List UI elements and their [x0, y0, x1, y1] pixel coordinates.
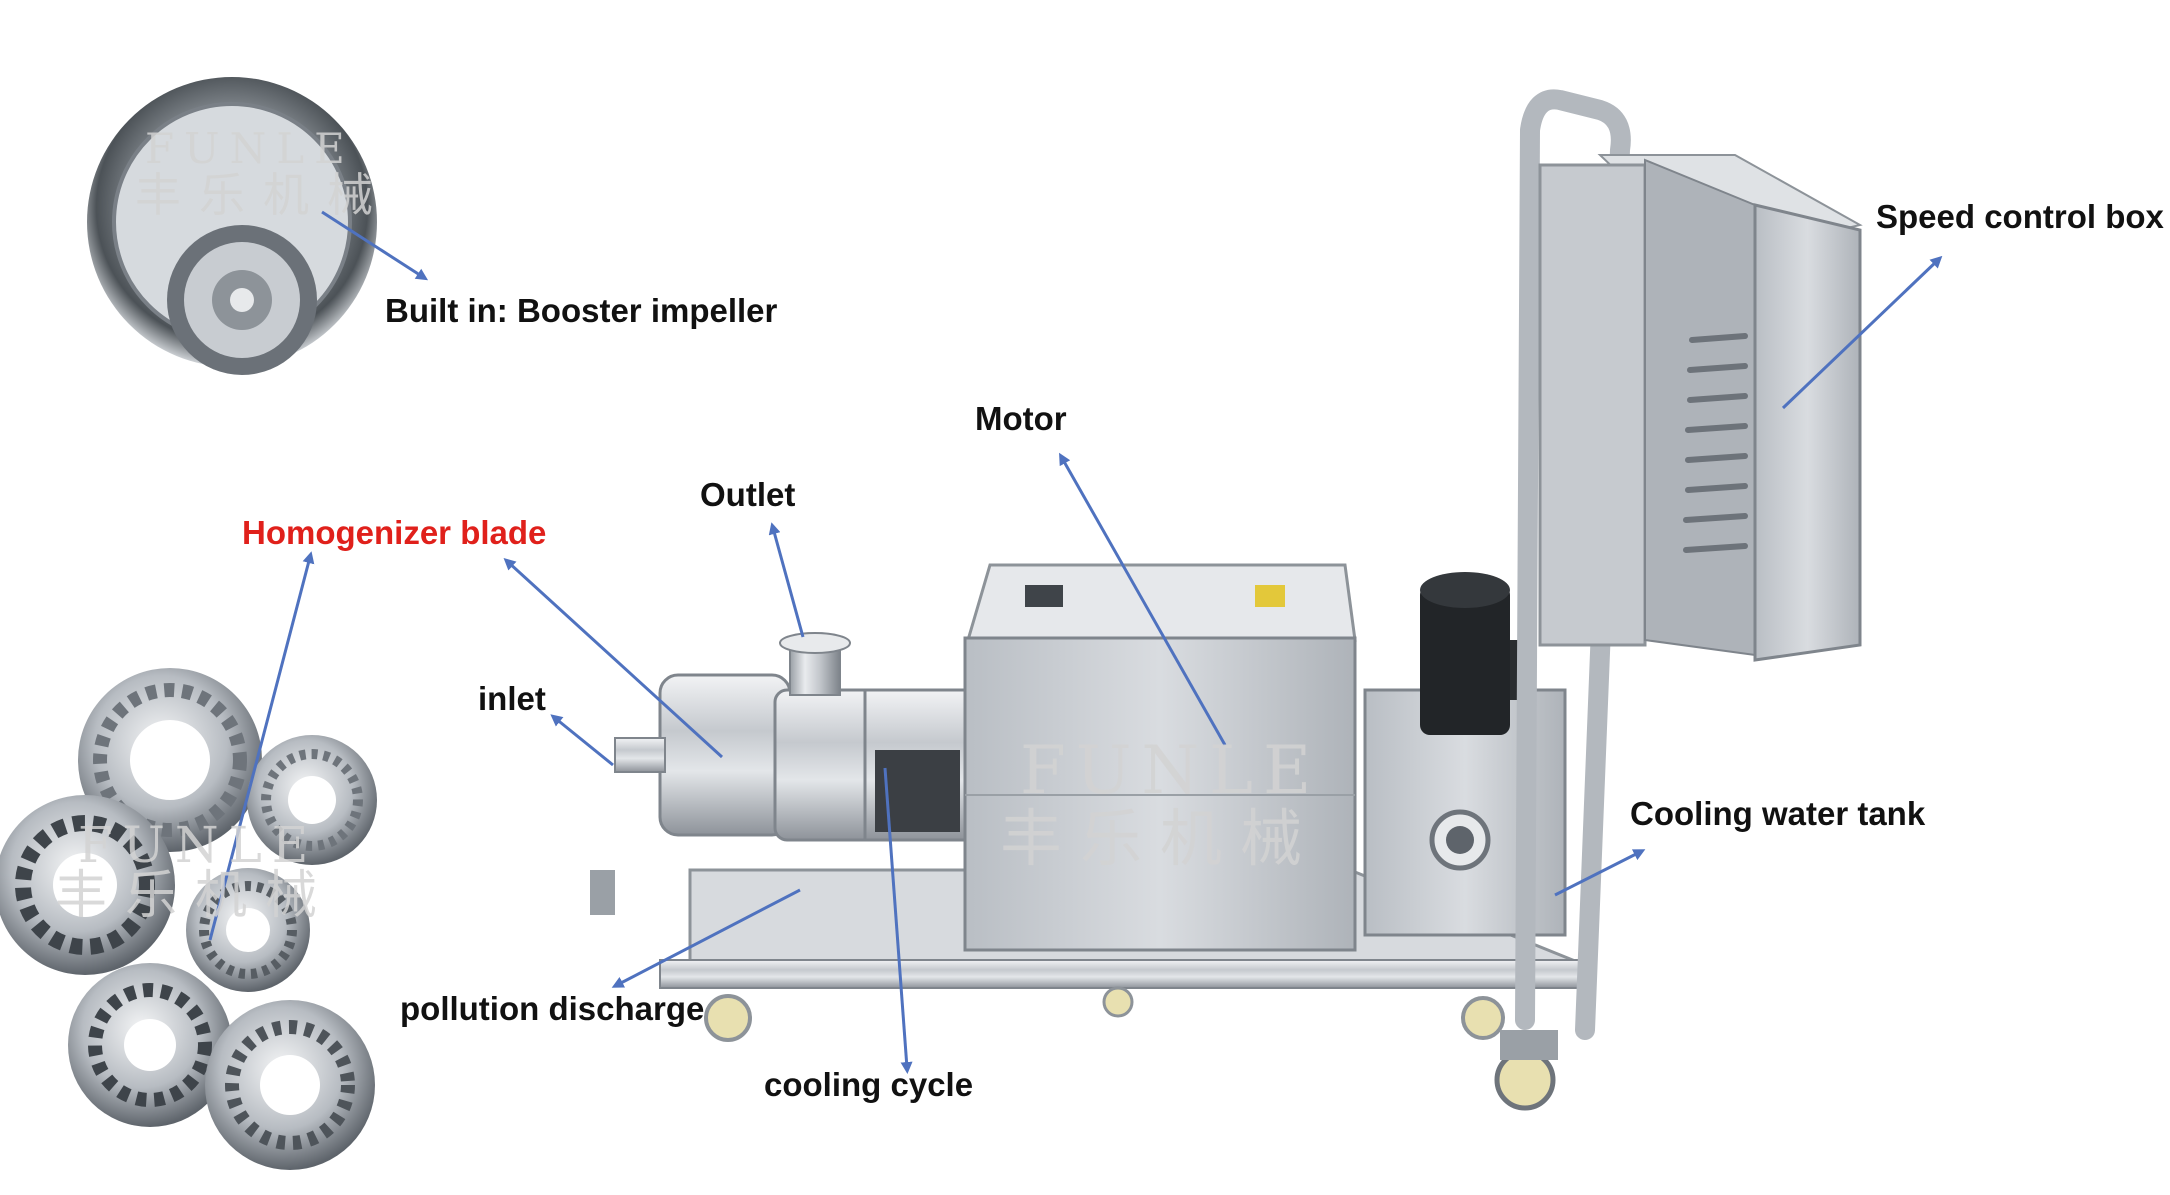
blade-disc-4: [186, 868, 310, 992]
label-inlet: inlet: [478, 680, 546, 717]
vent-slots: [1683, 333, 1748, 553]
blade-disc-2: [247, 735, 377, 865]
trolley-handle: [1515, 89, 1631, 1040]
motor-housing: [963, 563, 1357, 952]
caster-wheels: [704, 986, 1558, 1111]
booster-impeller-photo: [87, 77, 377, 375]
arrow-cooling-cycle: [883, 767, 913, 1074]
label-speed-control-box: Speed control box: [1876, 198, 2164, 235]
label-booster-impeller: Built in: Booster impeller: [385, 292, 778, 329]
watermark-chinese-blades: 丰乐机械: [55, 866, 336, 926]
arrow-inlet: [550, 714, 614, 767]
label-outlet: Outlet: [700, 476, 796, 513]
callout-arrows: [208, 210, 1943, 1074]
arrow-outlet: [768, 522, 805, 638]
watermark-latin-machine: FUNLE: [1020, 732, 1322, 809]
blade-disc-3: [0, 795, 175, 975]
arrow-cooling-tank: [1554, 849, 1646, 897]
homogenizer-blade-photos: [0, 668, 377, 1170]
label-homogenizer-blade: Homogenizer blade: [242, 514, 547, 551]
label-cooling-cycle: cooling cycle: [764, 1066, 974, 1103]
arrow-pollution: [611, 888, 801, 988]
arrow-speed-box: [1781, 255, 1943, 410]
watermark-latin-inset: FUNLE: [145, 124, 355, 173]
blade-disc-5: [68, 963, 232, 1127]
watermark-chinese-inset: 丰乐机械: [135, 168, 391, 222]
arrow-motor: [1059, 452, 1227, 746]
blade-disc-6: [205, 1000, 375, 1170]
watermark-chinese-machine: 丰乐机械: [1000, 802, 1321, 875]
speed-control-box: [1538, 154, 1863, 662]
label-motor: Motor: [975, 400, 1067, 437]
label-cooling-water-tank: Cooling water tank: [1630, 795, 1926, 832]
label-pollution-discharge: pollution discharge: [400, 990, 705, 1027]
arrow-homogenizer-blade-1: [503, 557, 724, 759]
arrow-booster: [321, 210, 429, 281]
arrow-homogenizer-blade-2: [208, 551, 315, 941]
watermark-latin-blades: FUNLE: [78, 816, 319, 874]
